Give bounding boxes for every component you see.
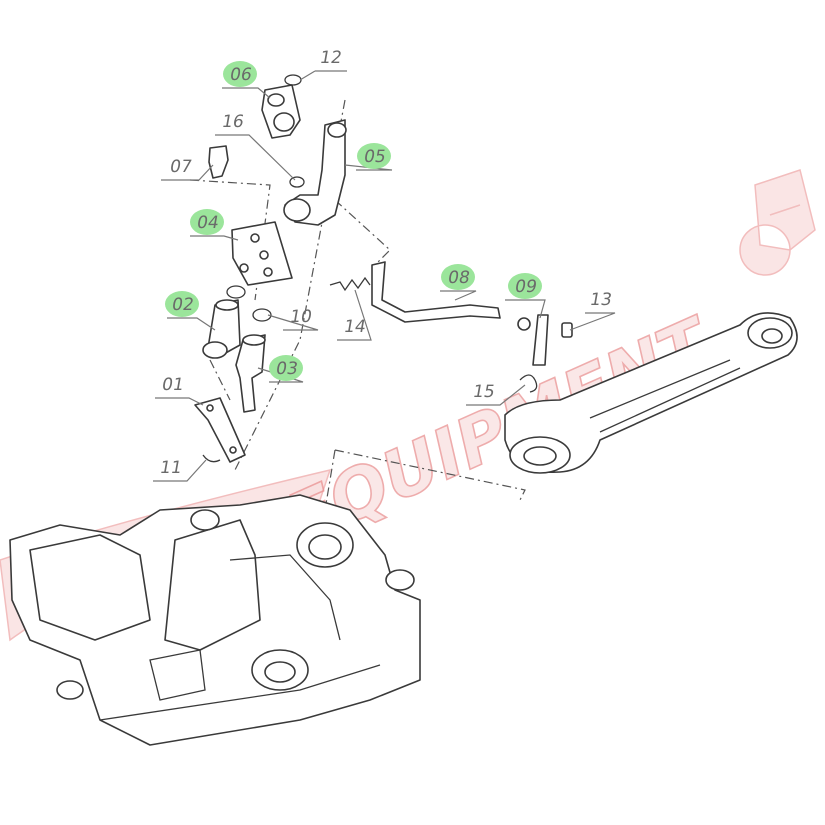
part-13-collar <box>561 322 573 338</box>
part-11-clip <box>202 454 221 463</box>
label-highlight <box>441 264 475 290</box>
part-number: 03 <box>274 359 299 379</box>
part-number: 12 <box>318 48 343 68</box>
part-number: 09 <box>513 277 538 297</box>
part-08-rod <box>371 261 501 323</box>
part-label-14: 14 <box>342 317 367 337</box>
part-label-11: 11 <box>158 458 183 478</box>
part-04-bracket-plate <box>231 221 293 286</box>
part-number: 16 <box>220 112 245 132</box>
part-15-spring <box>519 374 538 393</box>
part-number: 01 <box>160 375 185 395</box>
hydraulic-housing <box>9 494 421 746</box>
part-number: 08 <box>446 268 471 288</box>
part-03-actuator <box>235 334 266 413</box>
part-number: 10 <box>288 307 313 327</box>
part-label-13: 13 <box>588 290 613 310</box>
part-number: 02 <box>170 295 195 315</box>
part-09-pin <box>517 314 549 366</box>
part-number: 15 <box>471 382 496 402</box>
part-number: 07 <box>168 157 193 177</box>
part-label-05: 05 <box>357 143 391 169</box>
part-label-07: 07 <box>168 157 193 177</box>
part-01-link-plate <box>194 397 246 463</box>
part-label-09: 09 <box>508 273 542 299</box>
label-highlight <box>269 355 303 381</box>
part-10-washers <box>226 285 272 322</box>
label-highlight <box>190 209 224 235</box>
part-16-ring <box>289 176 305 188</box>
label-highlight <box>165 291 199 317</box>
part-label-03: 03 <box>269 355 303 381</box>
part-label-10: 10 <box>288 307 313 327</box>
part-label-12: 12 <box>318 48 343 68</box>
part-number: 13 <box>588 290 613 310</box>
label-highlight <box>508 273 542 299</box>
part-number: 05 <box>362 147 387 167</box>
part-14-spring-clip <box>329 276 371 292</box>
part-number: 04 <box>195 213 220 233</box>
part-05-lever-arm <box>283 119 347 226</box>
label-highlight <box>357 143 391 169</box>
part-label-08: 08 <box>441 264 475 290</box>
part-labels: 06 12 16 05 07 04 08 09 13 02 10 14 03 15 01 11 <box>158 48 613 478</box>
part-label-16: 16 <box>220 112 245 132</box>
part-number: 06 <box>228 65 253 85</box>
lift-arm <box>504 312 798 474</box>
part-label-06: 06 <box>223 61 257 87</box>
part-label-01: 01 <box>160 375 185 395</box>
part-06-bushing-block <box>261 84 301 139</box>
part-07-bolt <box>208 145 229 179</box>
watermark-tractor-icon <box>739 169 816 276</box>
part-number: 11 <box>158 458 183 478</box>
part-12-snap-ring <box>284 74 302 86</box>
leader-lines <box>153 70 616 482</box>
part-label-04: 04 <box>190 209 224 235</box>
part-label-15: 15 <box>471 382 496 402</box>
part-02-valve-body <box>202 299 241 359</box>
part-number: 14 <box>342 317 367 337</box>
label-highlight <box>223 61 257 87</box>
part-label-02: 02 <box>165 291 199 317</box>
